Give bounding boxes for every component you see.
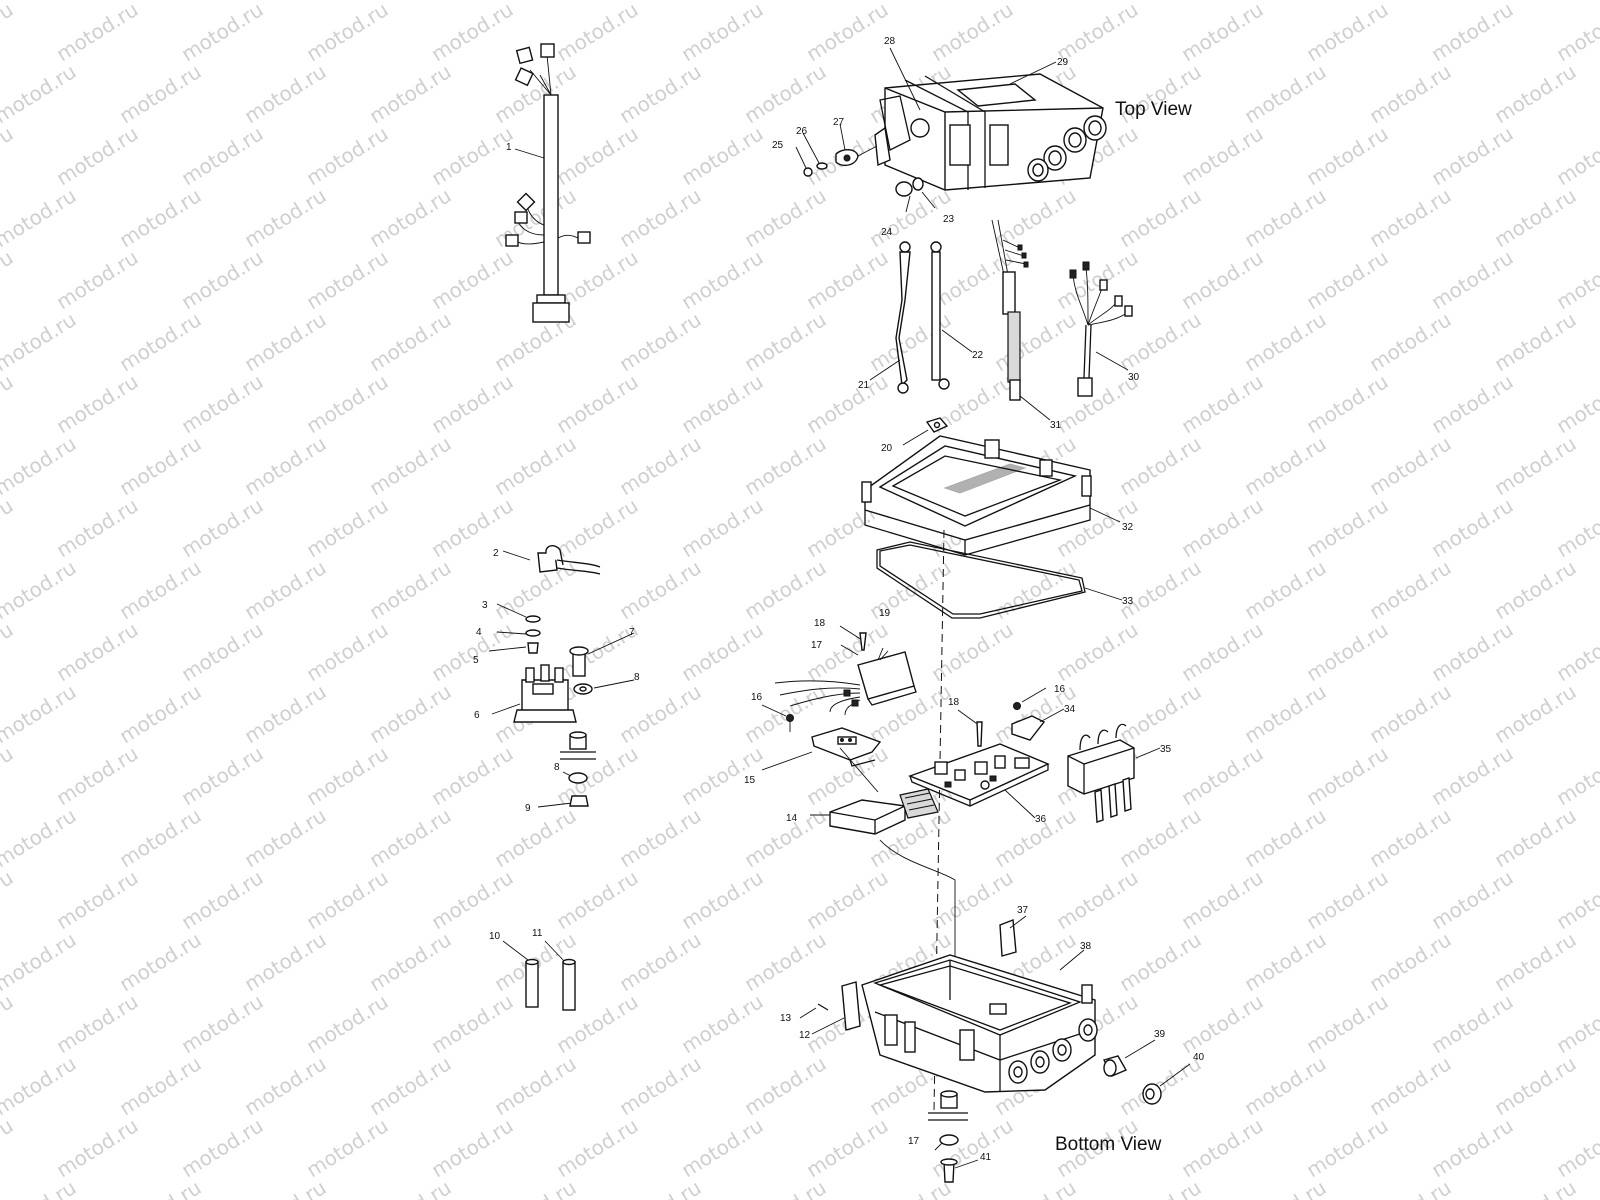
part-2-cable-terminal <box>502 545 601 575</box>
part-31-harness-lead <box>991 219 1051 421</box>
callout-15: 15 <box>744 775 756 786</box>
callout-28: 28 <box>884 36 896 47</box>
part-36-circuit-board <box>908 709 1050 819</box>
callout-11: 11 <box>532 928 543 939</box>
callout-19: 19 <box>879 608 891 619</box>
part-32-cover <box>861 435 1121 556</box>
callout-25: 25 <box>772 140 784 151</box>
callout-35: 35 <box>1160 744 1172 755</box>
callout-38: 38 <box>1080 941 1092 952</box>
part-10-11-sleeves <box>502 940 576 1011</box>
part-3-to-9-solenoid-assembly <box>488 603 635 808</box>
callout-27: 27 <box>833 117 845 128</box>
bottom-view-housing <box>799 915 1098 1093</box>
part-14-regulator <box>810 747 956 960</box>
callout-21: 21 <box>858 380 870 391</box>
part-30-connector-harness <box>1069 261 1133 397</box>
callout-23: 23 <box>943 214 955 225</box>
callout-22: 22 <box>972 350 984 361</box>
callout-16b: 16 <box>1054 684 1066 695</box>
top-view-ports <box>1027 115 1107 182</box>
part-35-terminal-block <box>1067 723 1161 823</box>
callout-7: 7 <box>629 627 635 638</box>
top-view-title: Top View <box>1115 99 1192 120</box>
part-17-41-mount-bolt <box>928 1090 979 1183</box>
callout-9: 9 <box>525 803 531 814</box>
callout-8a: 8 <box>634 672 640 683</box>
callout-39: 39 <box>1154 1029 1166 1040</box>
callout-24: 24 <box>881 227 893 238</box>
callout-4: 4 <box>476 627 482 638</box>
callout-18a: 18 <box>814 618 826 629</box>
callout-13: 13 <box>780 1013 792 1024</box>
part-23-27-fasteners <box>795 123 936 213</box>
callout-34: 34 <box>1064 704 1076 715</box>
bottom-view-title: Bottom View <box>1055 1134 1162 1155</box>
part-33-gasket <box>876 541 1123 619</box>
part-21-22-ground-straps <box>869 241 973 394</box>
callout-33: 33 <box>1122 596 1134 607</box>
part-19-module <box>774 625 917 716</box>
callout-5: 5 <box>473 655 479 666</box>
top-view-housing <box>874 47 1107 191</box>
part-34-bracket <box>1011 687 1065 741</box>
part-39-40-plugs <box>1102 1039 1191 1105</box>
callout-2: 2 <box>493 548 499 559</box>
callout-20: 20 <box>881 443 893 454</box>
callout-26: 26 <box>796 126 808 137</box>
callout-10: 10 <box>489 931 501 942</box>
callout-6: 6 <box>474 710 480 721</box>
callout-32: 32 <box>1122 522 1134 533</box>
callout-29: 29 <box>1057 57 1069 68</box>
callout-30: 30 <box>1128 372 1140 383</box>
part-1-wiring-harness <box>505 43 591 323</box>
bottom-view-ports <box>1008 1018 1098 1084</box>
callout-3: 3 <box>482 600 488 611</box>
part-15-16-bracket <box>761 704 882 771</box>
callout-8b: 8 <box>554 762 560 773</box>
callout-37: 37 <box>1017 905 1029 916</box>
callout-36: 36 <box>1035 814 1047 825</box>
callout-17b: 17 <box>908 1136 920 1147</box>
callout-14: 14 <box>786 813 798 824</box>
callout-12: 12 <box>799 1030 811 1041</box>
callout-41: 41 <box>980 1152 992 1163</box>
callout-31: 31 <box>1050 420 1062 431</box>
callout-1: 1 <box>506 142 512 153</box>
callout-18b: 18 <box>948 697 960 708</box>
callout-40: 40 <box>1193 1052 1205 1063</box>
callout-16a: 16 <box>751 692 763 703</box>
callout-17a: 17 <box>811 640 823 651</box>
part-20-nut <box>902 417 949 446</box>
callout-labels: 1 2 3 4 5 6 7 8 8 9 10 11 12 13 14 15 16… <box>473 36 1205 1163</box>
